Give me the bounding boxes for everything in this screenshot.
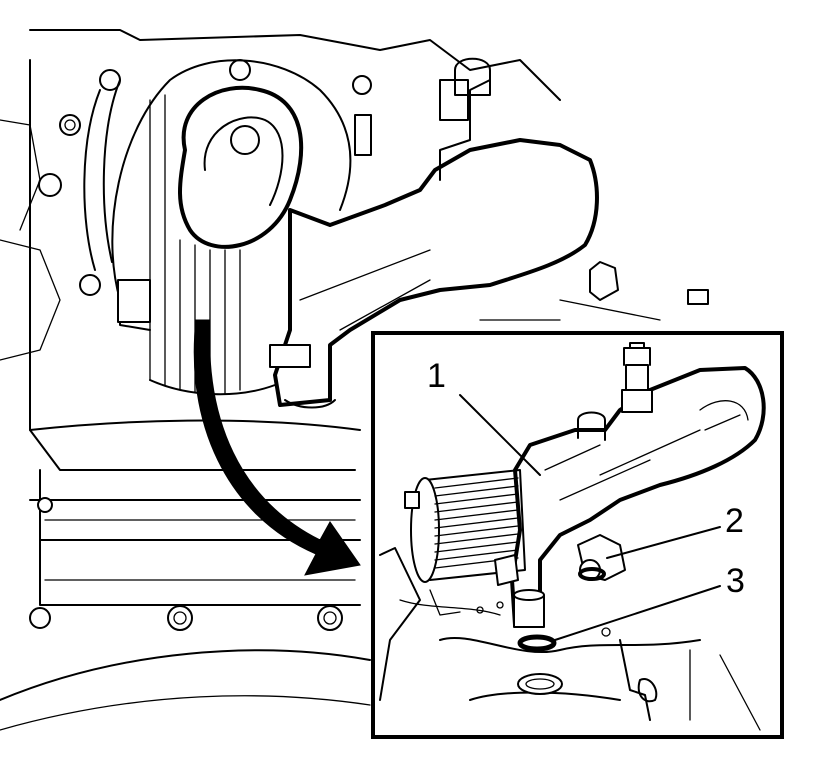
callout-1: 1 bbox=[427, 357, 446, 395]
callout-2: 2 bbox=[725, 502, 744, 540]
leader-line-2 bbox=[606, 526, 721, 559]
direction-arrow bbox=[193, 319, 361, 576]
leader-line-1 bbox=[459, 394, 541, 476]
bolt-icon bbox=[167, 605, 193, 631]
oil-cooler-housing bbox=[494, 342, 766, 628]
bolt-icon bbox=[59, 114, 81, 136]
seal-ring bbox=[578, 567, 606, 581]
bolt-icon bbox=[229, 59, 251, 81]
leader-line-3 bbox=[554, 585, 721, 641]
seal-ring bbox=[517, 634, 557, 652]
engine-background-illustration bbox=[0, 29, 709, 731]
bolt-icon bbox=[317, 605, 343, 631]
oil-cooler bbox=[404, 469, 526, 583]
callout-3: 3 bbox=[726, 562, 745, 600]
bolt-icon bbox=[29, 607, 51, 629]
bolt-icon bbox=[79, 274, 101, 296]
bolt-icon bbox=[38, 173, 62, 197]
bolt-icon bbox=[37, 497, 53, 513]
detail-inset: 1 2 3 bbox=[371, 331, 784, 739]
